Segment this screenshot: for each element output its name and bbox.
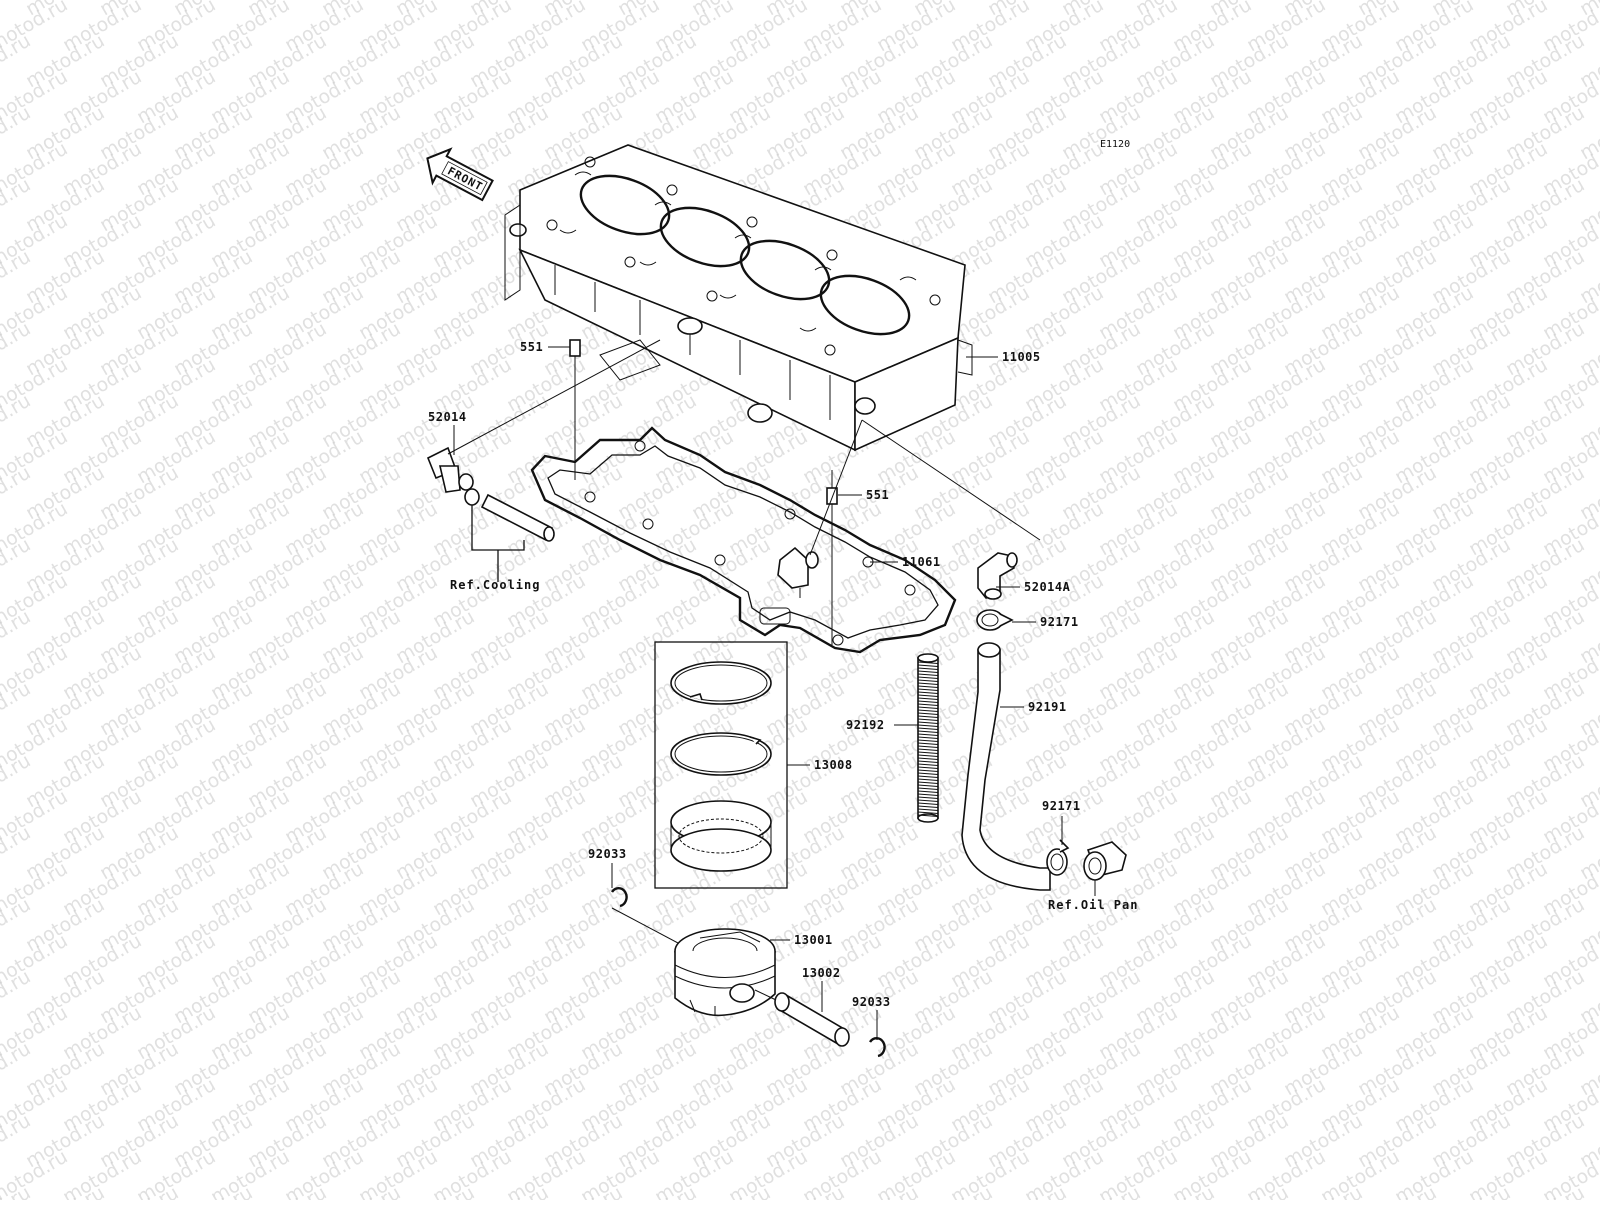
fitting-52014a [777, 419, 863, 598]
piston-ring-set-13008 [654, 641, 788, 889]
ref-cooling: Ref.Cooling [450, 578, 540, 592]
fitting-52014 [426, 339, 661, 493]
label-92192: 92192 [846, 718, 885, 732]
label-11005: 11005 [1002, 350, 1041, 364]
label-13002: 13002 [802, 966, 841, 980]
label-92171-upper: 92171 [1040, 615, 1079, 629]
label-13008: 13008 [814, 758, 853, 772]
clamp-92171-upper [976, 609, 1014, 631]
hose-92191 [961, 642, 1051, 891]
label-551-upper: 551 [520, 340, 543, 354]
elbow-fitting-52014a [977, 552, 1018, 600]
dowel-pin-551-lower [826, 470, 838, 645]
ref-oil-pan: Ref.Oil Pan [1048, 898, 1138, 912]
head-gasket-11061 [530, 426, 957, 654]
label-92191: 92191 [1028, 700, 1067, 714]
circlip-92033-lower [868, 1036, 886, 1058]
diagram-code: E1120 [1100, 139, 1130, 150]
label-52014a: 52014A [1024, 580, 1071, 594]
piston-13001 [674, 928, 776, 1017]
cooling-pipe [464, 488, 555, 542]
callouts: 11005 551 52014 551 11061 52014A 92171 9… [428, 340, 1138, 1040]
piston-pin-13002 [754, 989, 850, 1047]
label-13001: 13001 [794, 933, 833, 947]
cylinder-block [504, 144, 973, 452]
tube-92192 [917, 653, 939, 823]
label-551-lower: 551 [866, 488, 889, 502]
label-52014: 52014 [428, 410, 467, 424]
label-92033-lower: 92033 [852, 995, 891, 1009]
label-92033-upper: 92033 [588, 847, 627, 861]
dowel-pin-551-upper [569, 339, 581, 480]
ref-cooling-bracket [471, 505, 525, 582]
label-11061: 11061 [902, 555, 941, 569]
fitting-52014a-leader [861, 419, 1041, 541]
label-92171-lower: 92171 [1042, 799, 1081, 813]
oil-pan-fitting [1083, 841, 1127, 896]
